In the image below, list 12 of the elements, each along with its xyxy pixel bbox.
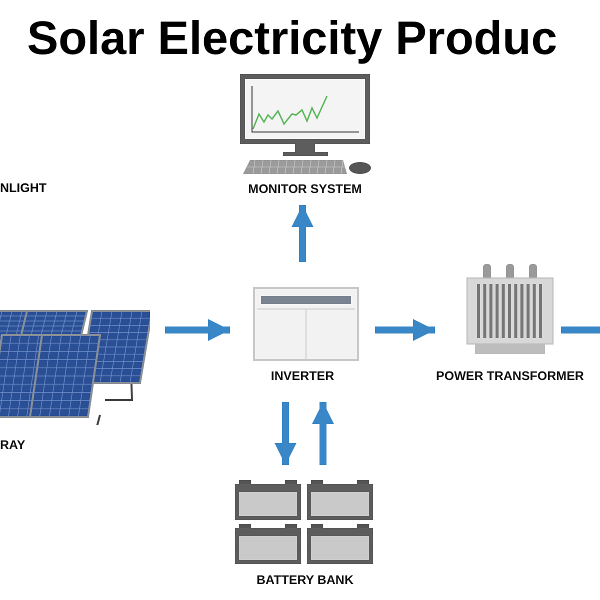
arrow (292, 205, 314, 262)
arrow (274, 402, 296, 465)
text-label: NLIGHT (0, 181, 47, 195)
arrow (165, 319, 230, 341)
arrow (312, 402, 334, 465)
node-label: BATTERY BANK (256, 573, 354, 587)
arrow (375, 319, 435, 341)
node-label: POWER TRANSFORMER (435, 369, 585, 383)
node-label: MONITOR SYSTEM (247, 182, 363, 196)
node-label: RAY (0, 438, 26, 452)
title: Solar Electricity Produc (27, 10, 558, 65)
node-label: INVERTER (270, 369, 336, 383)
